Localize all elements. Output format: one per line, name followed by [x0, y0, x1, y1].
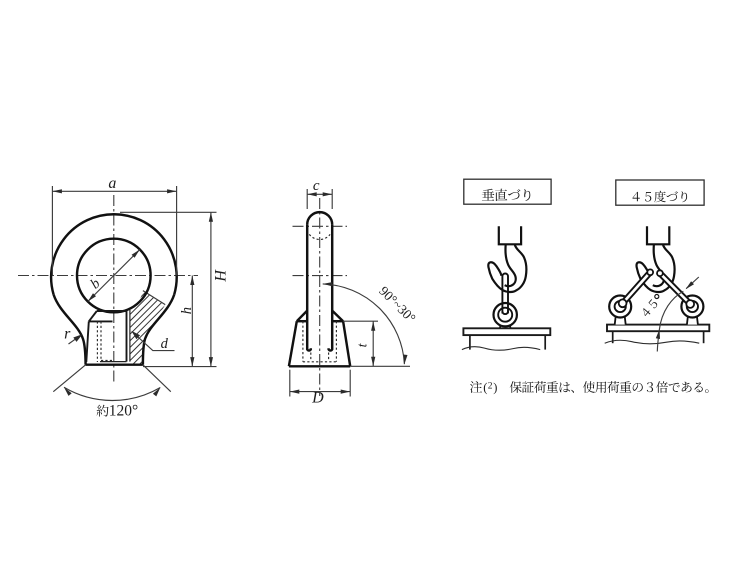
svg-text:a: a	[108, 175, 116, 192]
svg-text:r: r	[64, 326, 71, 343]
svg-text:H: H	[213, 269, 230, 283]
svg-text:): )	[493, 381, 497, 395]
svg-text:(: (	[483, 381, 487, 395]
svg-text:h: h	[179, 307, 195, 314]
svg-text:t: t	[356, 342, 371, 347]
svg-text:c: c	[313, 178, 320, 194]
svg-text:D: D	[311, 390, 324, 407]
svg-text:d: d	[161, 336, 169, 352]
svg-text:2: 2	[488, 381, 493, 391]
svg-text:120°: 120°	[109, 403, 138, 420]
